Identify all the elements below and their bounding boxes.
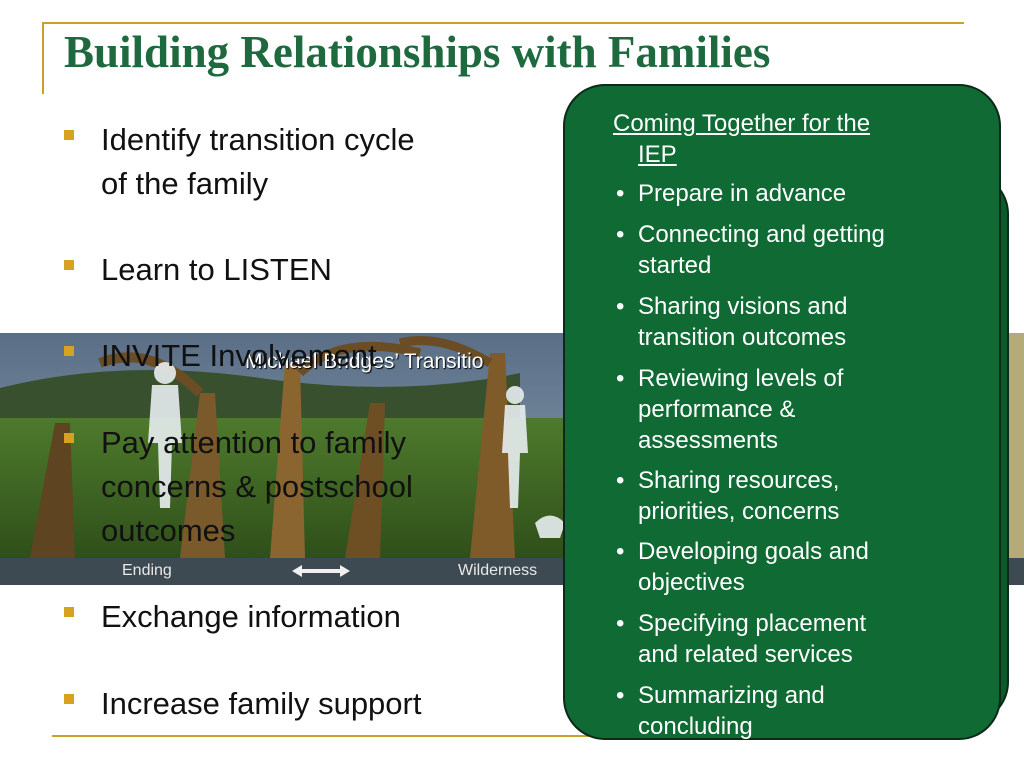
bullet-dot-icon: • xyxy=(616,293,625,320)
bullet-text: Exchange information xyxy=(101,599,401,634)
bullet-dot-icon: • xyxy=(616,682,625,709)
bottom-rule xyxy=(52,735,964,737)
title-top-rule xyxy=(42,22,964,24)
bullet-dot-icon: • xyxy=(616,467,625,494)
bullet-square-icon xyxy=(64,260,74,270)
bullet-dot-icon: • xyxy=(616,538,625,565)
callout-panel xyxy=(563,84,1001,740)
bullet-dot-icon: • xyxy=(616,180,625,207)
bullet-dot-icon: • xyxy=(616,610,625,637)
label-ending: Ending xyxy=(122,562,172,579)
bullet-dot-icon: • xyxy=(616,221,625,248)
bullet-square-icon xyxy=(64,346,74,356)
bullet-text: Increase family support xyxy=(101,686,422,721)
slide-title: Building Relationships with Families xyxy=(64,27,771,77)
bullet-text: INVITE Involvement xyxy=(101,338,377,373)
double-arrow-icon xyxy=(292,565,350,577)
bullet-square-icon xyxy=(64,607,74,617)
bullet-square-icon xyxy=(64,433,74,443)
banner-title: Michael Bridges’ Transitio xyxy=(245,350,484,373)
bullet-square-icon xyxy=(64,130,74,140)
bullet-dot-icon: • xyxy=(616,365,625,392)
title-left-rule xyxy=(42,22,44,94)
bullet-text: Learn to LISTEN xyxy=(101,252,332,287)
bullet-square-icon xyxy=(64,694,74,704)
label-wilderness: Wilderness xyxy=(458,562,538,579)
